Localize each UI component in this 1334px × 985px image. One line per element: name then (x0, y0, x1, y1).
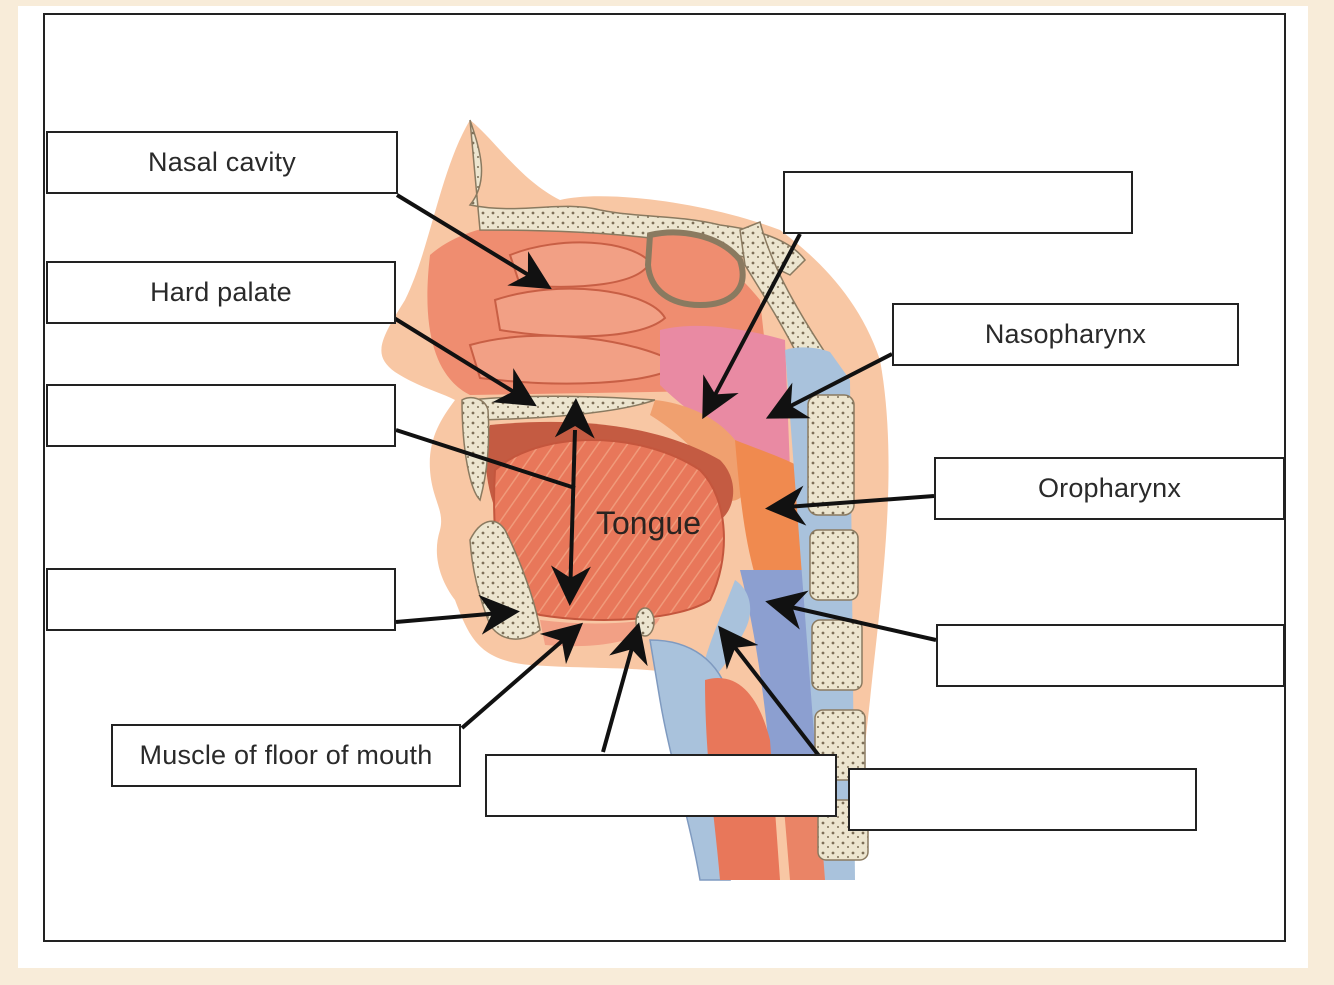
maxilla-teeth (461, 397, 490, 502)
label-blank-right-lower[interactable] (936, 624, 1285, 687)
label-blank-left-2[interactable] (46, 568, 396, 631)
label-nasopharynx: Nasopharynx (892, 303, 1239, 366)
frontal-nasal-bone (468, 119, 806, 276)
label-nasal-cavity: Nasal cavity (46, 131, 398, 194)
hyoid-bone (635, 607, 655, 637)
label-blank-bottom-right[interactable] (848, 768, 1197, 831)
sphenoid-sinus (644, 229, 746, 309)
label-muscle-floor-of-mouth: Muscle of floor of mouth (111, 724, 461, 787)
tongue-label: Tongue (596, 505, 701, 541)
label-blank-top-center[interactable] (783, 171, 1133, 234)
leader-arrows (392, 193, 937, 772)
label-hard-palate: Hard palate (46, 261, 396, 324)
label-oropharynx: Oropharynx (934, 457, 1285, 520)
label-blank-bottom-center[interactable] (485, 754, 837, 817)
label-blank-left-1[interactable] (46, 384, 396, 447)
